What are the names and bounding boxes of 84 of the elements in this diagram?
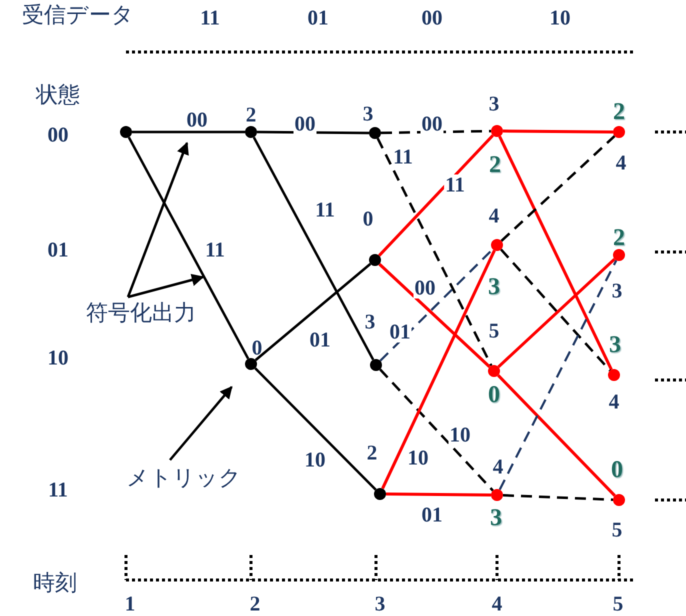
state-label: 01 <box>48 240 68 260</box>
path-metric: 3 <box>488 94 500 114</box>
trellis-dot <box>613 494 625 506</box>
received-bits: 11 <box>200 8 220 28</box>
survivor-metric: 0 <box>611 458 623 482</box>
encoding-output-label: 符号化出力 <box>86 299 196 327</box>
path-metric: 5 <box>488 320 500 342</box>
path-metric: 4 <box>616 152 626 174</box>
survivor-metric: 2 <box>613 226 625 250</box>
trellis-dot <box>608 369 620 381</box>
trellis-dot <box>120 126 132 138</box>
trellis-branch <box>379 248 494 362</box>
state-label: 10 <box>48 348 68 368</box>
trellis-dot <box>613 249 625 261</box>
trellis-branch <box>132 130 245 134</box>
path-metric: 4 <box>492 456 504 478</box>
trellis-dot <box>491 239 503 251</box>
trellis-branch <box>498 260 618 490</box>
trellis-branch <box>497 258 616 368</box>
path-metric: 2 <box>246 104 256 126</box>
edge-label: 00 <box>414 278 436 298</box>
trellis-branch <box>497 374 616 497</box>
path-metric: 5 <box>612 520 622 540</box>
leader-arrow <box>126 142 189 298</box>
trellis-dot <box>369 254 381 266</box>
trellis-dot <box>369 127 381 139</box>
survivor-metric: 0 <box>488 383 500 407</box>
survivor-metric: 3 <box>488 275 500 299</box>
trellis-dot <box>374 488 386 500</box>
trellis-branch <box>502 130 614 134</box>
leader-arrow <box>128 274 204 298</box>
time-label: 4 <box>492 594 502 614</box>
path-metric: 0 <box>252 338 262 358</box>
survivor-metric: 3 <box>609 333 621 357</box>
path-metric: 0 <box>362 208 374 230</box>
trellis-branch <box>380 130 492 134</box>
time-label: 3 <box>374 594 386 614</box>
survivor-metric: 3 <box>490 506 502 530</box>
time-label: 1 <box>124 594 136 614</box>
leader-arrow <box>169 386 233 461</box>
trellis-dot <box>370 359 382 371</box>
path-metric: 3 <box>612 280 622 302</box>
trellis-dot <box>245 358 257 370</box>
trellis-branch <box>500 135 616 242</box>
path-metric: 4 <box>608 392 620 412</box>
trellis-dot <box>245 126 257 138</box>
edge-label: 00 <box>294 114 316 134</box>
received-bits: 00 <box>422 8 442 28</box>
trellis-branch <box>254 262 372 362</box>
trellis-dot <box>491 125 503 137</box>
survivor-metric: 2 <box>613 100 625 124</box>
trellis-branch <box>498 136 613 370</box>
trellis-branch <box>257 130 369 134</box>
trellis-branch <box>376 138 492 366</box>
row-heading: 状態 <box>36 84 80 106</box>
trellis-branch <box>502 494 614 501</box>
trellis-branch <box>379 368 494 492</box>
time-label: 5 <box>612 594 624 614</box>
received-bits: 01 <box>308 8 328 28</box>
edge-label: 10 <box>448 424 472 446</box>
metric-caption: メトリック <box>126 464 242 492</box>
trellis-dot <box>613 126 625 138</box>
state-label: 00 <box>48 124 68 146</box>
path-metric: 3 <box>364 312 376 332</box>
trellis-branch <box>252 136 374 360</box>
trellis-branch <box>386 492 492 496</box>
path-metric: 2 <box>366 442 378 464</box>
trellis-branch <box>381 250 496 490</box>
row-heading: 時刻 <box>33 572 77 594</box>
trellis-branch <box>378 263 491 368</box>
trellis-branch <box>254 367 377 491</box>
received-bits: 10 <box>550 8 570 28</box>
edge-label: 00 <box>420 114 444 134</box>
trellis-dot <box>491 489 503 501</box>
trellis-branch <box>128 136 250 360</box>
state-label: 11 <box>48 480 68 500</box>
edge-label: 01 <box>388 322 412 342</box>
trellis-branch <box>500 248 611 372</box>
trellis-dot <box>488 365 500 377</box>
survivor-metric: 2 <box>489 153 501 177</box>
row-heading: 受信データ <box>22 4 134 26</box>
path-metric: 3 <box>362 104 374 124</box>
path-metric: 4 <box>488 206 500 226</box>
time-label: 2 <box>250 594 260 614</box>
